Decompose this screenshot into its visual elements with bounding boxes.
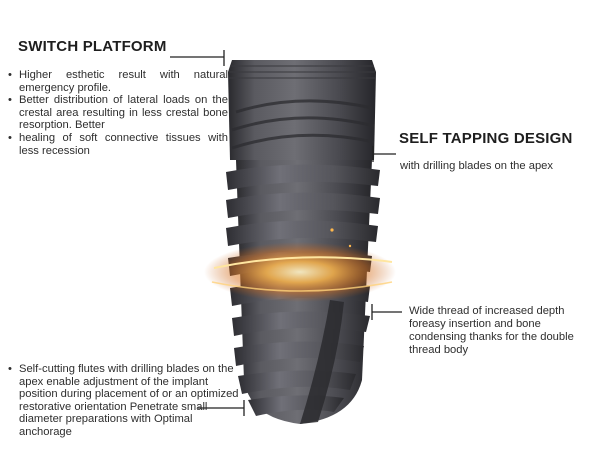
self-tapping-heading: SELF TAPPING DESIGN	[399, 130, 573, 147]
list-item: Self-cutting flutes with drilling blades…	[8, 363, 240, 439]
switch-platform-bullets: Higher esthetic result with natural emer…	[8, 69, 228, 157]
list-item: Better distribution of lateral loads on …	[8, 94, 228, 132]
self-cutting-bullets: Self-cutting flutes with drilling blades…	[8, 363, 240, 439]
bone-level-glow	[204, 228, 396, 302]
list-item: healing of soft connective tissues with …	[8, 132, 228, 157]
switch-platform-heading: SWITCH PLATFORM	[18, 38, 167, 55]
self-tapping-pointer	[372, 146, 396, 162]
self-tapping-description: with drilling blades on the apex	[400, 160, 553, 172]
implant-collar	[228, 60, 376, 160]
switch-platform-pointer	[170, 50, 225, 66]
wide-thread-pointer	[371, 304, 402, 320]
wide-thread-description: Wide thread of increased depth foreasy i…	[409, 305, 574, 356]
list-item: Higher esthetic result with natural emer…	[8, 69, 228, 94]
